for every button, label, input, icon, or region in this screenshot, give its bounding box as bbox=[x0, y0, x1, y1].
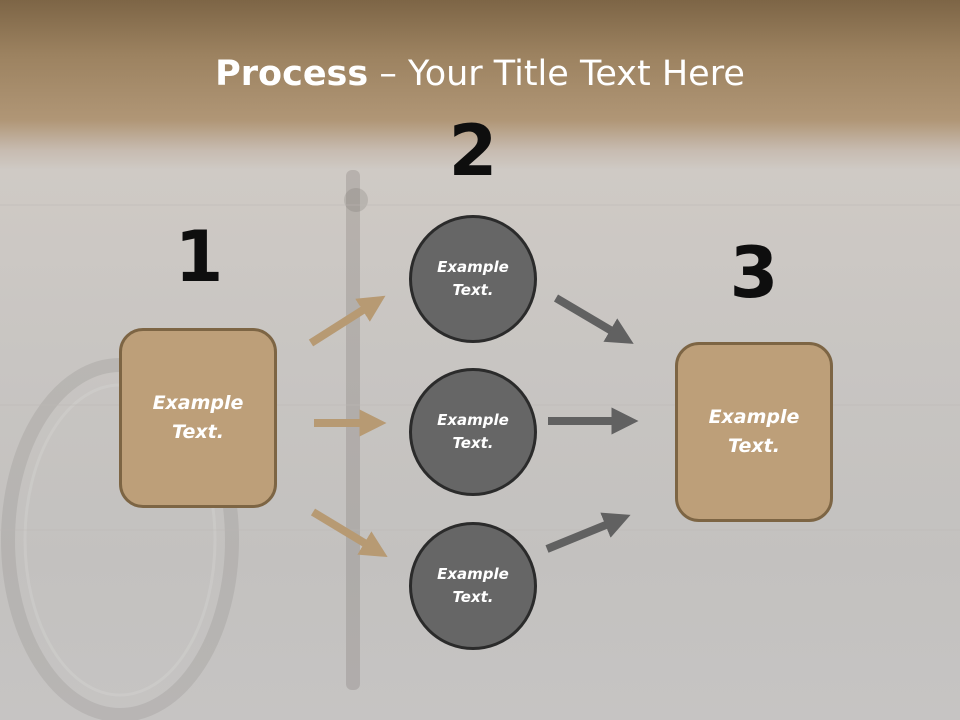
step-2-circle-top: Example Text. bbox=[409, 215, 537, 343]
arrow-top-to-3 bbox=[553, 294, 634, 344]
step-number-3: 3 bbox=[729, 232, 779, 314]
step-2-circle-middle: Example Text. bbox=[409, 368, 537, 496]
arrow-1-to-bottom bbox=[310, 508, 388, 558]
step-3-box: Example Text. bbox=[675, 342, 833, 522]
step-2-circle-top-text: Example Text. bbox=[437, 258, 509, 299]
arrow-bottom-to-3 bbox=[545, 512, 631, 553]
title-bold: Process bbox=[215, 54, 369, 94]
step-2-circle-bottom: Example Text. bbox=[409, 522, 537, 650]
step-1-box: Example Text. bbox=[119, 328, 277, 508]
arrow-1-to-top bbox=[308, 295, 386, 347]
step-1-box-text: Example Text. bbox=[152, 392, 244, 443]
step-number-1: 1 bbox=[174, 216, 224, 298]
slide-title: Process – Your Title Text Here bbox=[0, 52, 960, 96]
step-2-circle-middle-text: Example Text. bbox=[437, 411, 509, 452]
step-2-circle-bottom-text: Example Text. bbox=[437, 565, 509, 606]
title-rest: – Your Title Text Here bbox=[368, 54, 745, 94]
step-number-2: 2 bbox=[448, 110, 498, 192]
step-3-box-text: Example Text. bbox=[708, 406, 800, 457]
